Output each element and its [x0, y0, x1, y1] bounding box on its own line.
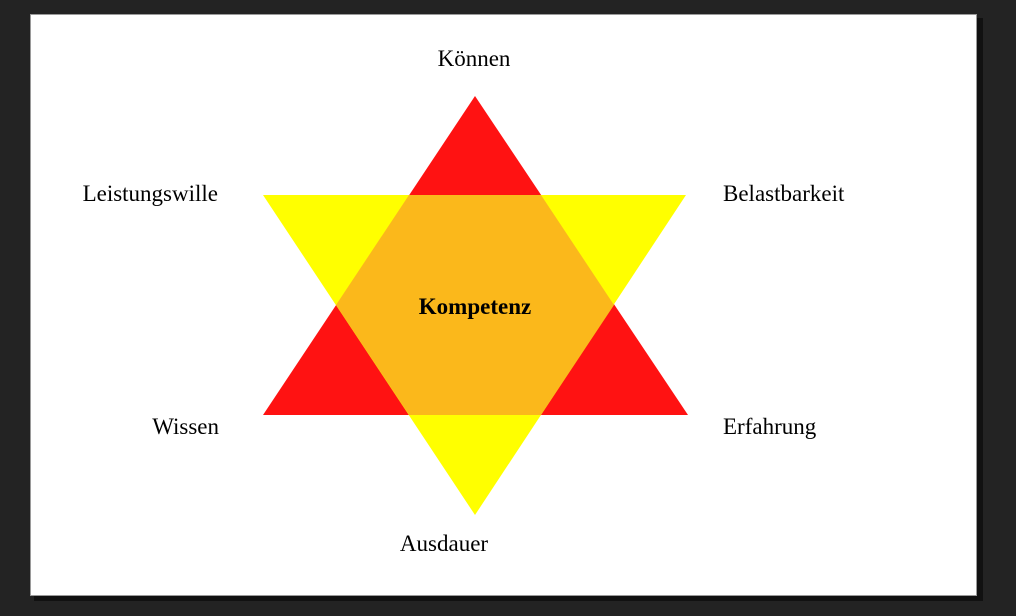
frame-shadow-bottom — [34, 596, 983, 601]
label-center: Kompetenz — [419, 294, 531, 319]
label-bottom: Ausdauer — [400, 531, 488, 556]
frame-shadow-right — [977, 18, 983, 600]
label-top: Können — [438, 46, 511, 71]
label-bottom-left: Wissen — [152, 414, 219, 439]
overlap-hexagon — [336, 195, 614, 415]
label-top-right: Belastbarkeit — [723, 181, 845, 206]
label-top-left: Leistungswille — [83, 181, 218, 206]
label-bottom-right: Erfahrung — [723, 414, 817, 439]
